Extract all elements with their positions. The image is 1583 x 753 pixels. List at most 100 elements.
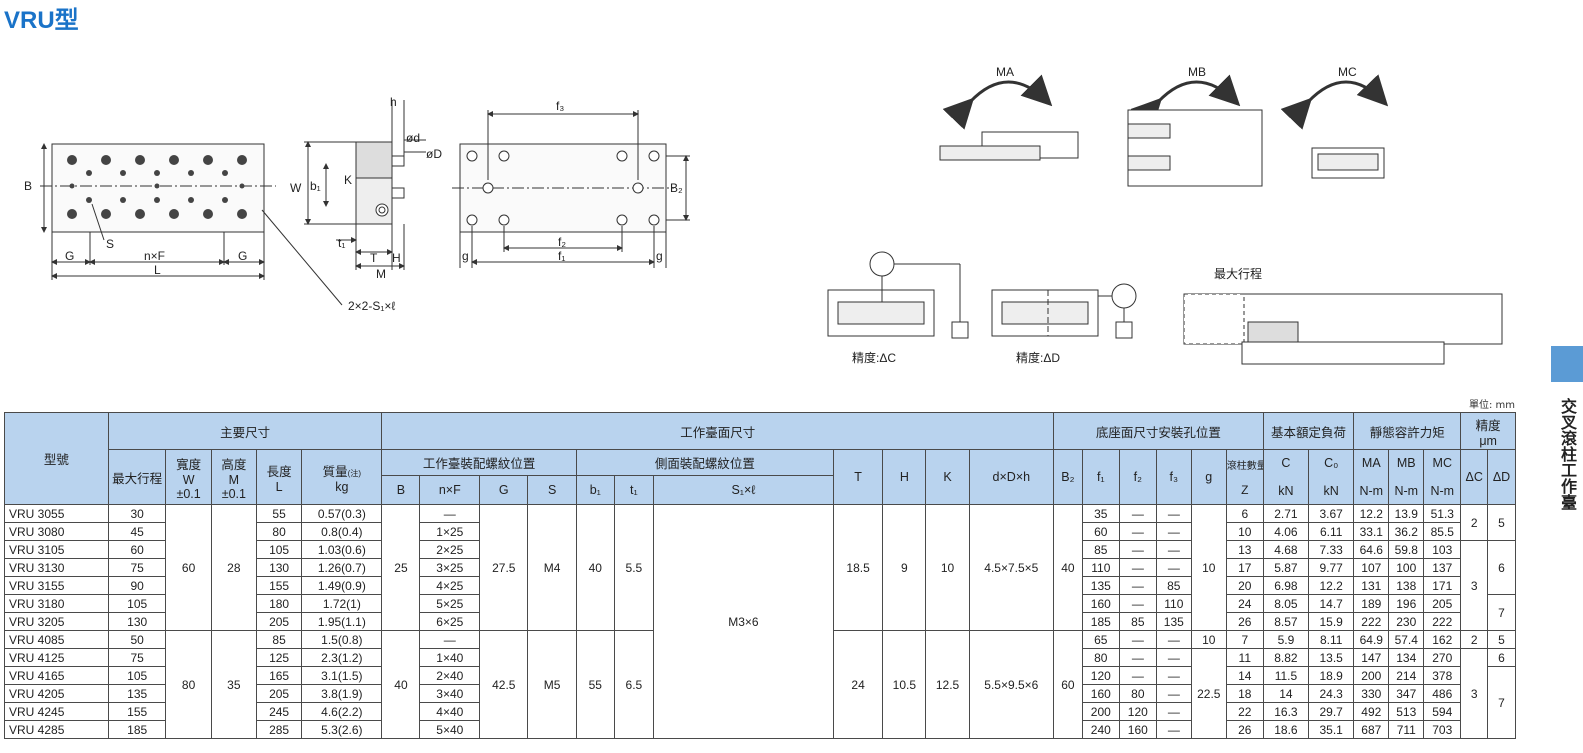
table-cell: 24 [1225, 594, 1264, 613]
table-cell: — [1155, 702, 1192, 721]
table-cell: 28 [210, 504, 257, 631]
table-cell: 20 [1225, 576, 1264, 595]
th-t1: t₁ [613, 475, 654, 505]
table-cell: 8.05 [1262, 594, 1310, 613]
dim-H: H [392, 251, 401, 265]
table-cell: 7.33 [1308, 540, 1355, 559]
dim-M: M [376, 267, 386, 281]
table-cell: 110 [1081, 558, 1120, 577]
table-cell: 135 [1155, 612, 1192, 631]
table-cell: 8.11 [1308, 630, 1355, 649]
table-cell: — [1155, 648, 1192, 667]
table-cell: 6×25 [419, 612, 481, 631]
table-cell: 29.7 [1308, 702, 1355, 721]
table-cell: 14.7 [1308, 594, 1355, 613]
table-cell: 22.5 [1190, 648, 1227, 739]
table-cell: 5.9 [1262, 630, 1310, 649]
table-cell: 155 [107, 702, 167, 721]
table-cell: VRU 3105 [4, 540, 109, 559]
table-cell: 214 [1388, 666, 1425, 685]
moment-mc: MC [1338, 65, 1357, 79]
table-cell: 60 [1081, 522, 1120, 541]
table-cell: 85 [1155, 576, 1192, 595]
precision-d-label: 精度:ΔD [1016, 350, 1060, 365]
table-cell: 222 [1353, 612, 1390, 631]
table-cell: 12.2 [1308, 576, 1355, 595]
table-cell: 205 [1423, 594, 1462, 613]
table-cell: 10.5 [882, 630, 927, 739]
table-cell: 131 [1353, 576, 1390, 595]
table-cell: 3.8(1.9) [301, 684, 383, 703]
th-G: G [479, 475, 529, 505]
table-cell: 3.67 [1308, 504, 1355, 523]
table-cell: 9.77 [1308, 558, 1355, 577]
table-cell: 285 [255, 720, 303, 739]
table-cell: 60 [1053, 630, 1083, 739]
table-cell: — [1155, 630, 1192, 649]
th-g: g [1190, 449, 1227, 505]
table-cell: 4×40 [419, 702, 481, 721]
th-moment: 靜態容許力矩 [1353, 412, 1462, 450]
table-cell: — [1155, 558, 1192, 577]
th-model: 型號 [4, 412, 109, 505]
table-cell: 492 [1353, 702, 1390, 721]
table-cell: 57.4 [1388, 630, 1425, 649]
table-cell: 42.5 [479, 630, 529, 739]
th-side-thread: 側面裝配螺紋位置 [575, 449, 834, 476]
table-cell: 3×25 [419, 558, 481, 577]
table-cell: 5.3(2.6) [301, 720, 383, 739]
table-cell: 105 [255, 540, 303, 559]
th-K: K [925, 449, 970, 505]
table-cell: — [419, 504, 481, 523]
table-cell: 55 [575, 630, 615, 739]
table-cell: VRU 4245 [4, 702, 109, 721]
table-cell: 14 [1225, 666, 1264, 685]
table-cell: VRU 3205 [4, 612, 109, 631]
table-cell: 35 [1081, 504, 1120, 523]
table-cell: — [1155, 522, 1192, 541]
table-cell: 147 [1353, 648, 1390, 667]
dim-h: h [390, 95, 397, 109]
table-cell: — [1155, 666, 1192, 685]
table-cell: 185 [1081, 612, 1120, 631]
page-title: VRU型 [4, 7, 79, 34]
table-cell: 160 [1081, 594, 1120, 613]
table-cell: 18.6 [1262, 720, 1310, 739]
table-cell: M5 [527, 630, 577, 739]
table-cell: 18 [1225, 684, 1264, 703]
dim-K: K [344, 173, 352, 187]
table-cell: 6.98 [1262, 576, 1310, 595]
table-cell: 35.1 [1308, 720, 1355, 739]
table-cell: 4.68 [1262, 540, 1310, 559]
table-cell: 1×25 [419, 522, 481, 541]
table-cell: 24.3 [1308, 684, 1355, 703]
max-stroke-label: 最大行程 [1214, 266, 1262, 281]
table-cell: 107 [1353, 558, 1390, 577]
table-cell: 12.2 [1353, 504, 1390, 523]
table-cell: 2.71 [1262, 504, 1310, 523]
dim-B2: B₂ [670, 181, 683, 195]
dim-f3: f₃ [556, 99, 564, 113]
table-cell: 13.5 [1308, 648, 1355, 667]
table-cell: 85 [1118, 612, 1157, 631]
table-cell: 185 [107, 720, 167, 739]
table-cell: 171 [1423, 576, 1462, 595]
dim-T: T [370, 251, 378, 265]
table-cell: 1.03(0.6) [301, 540, 383, 559]
table-cell: 222 [1423, 612, 1462, 631]
dim-g-right: g [656, 249, 663, 263]
table-cell: 138 [1388, 576, 1425, 595]
dim-B: B [24, 179, 32, 193]
th-b1: b₁ [575, 475, 615, 505]
table-cell: 245 [255, 702, 303, 721]
table-cell: 687 [1353, 720, 1390, 739]
table-cell: 10 [1225, 522, 1264, 541]
table-cell: VRU 3130 [4, 558, 109, 577]
